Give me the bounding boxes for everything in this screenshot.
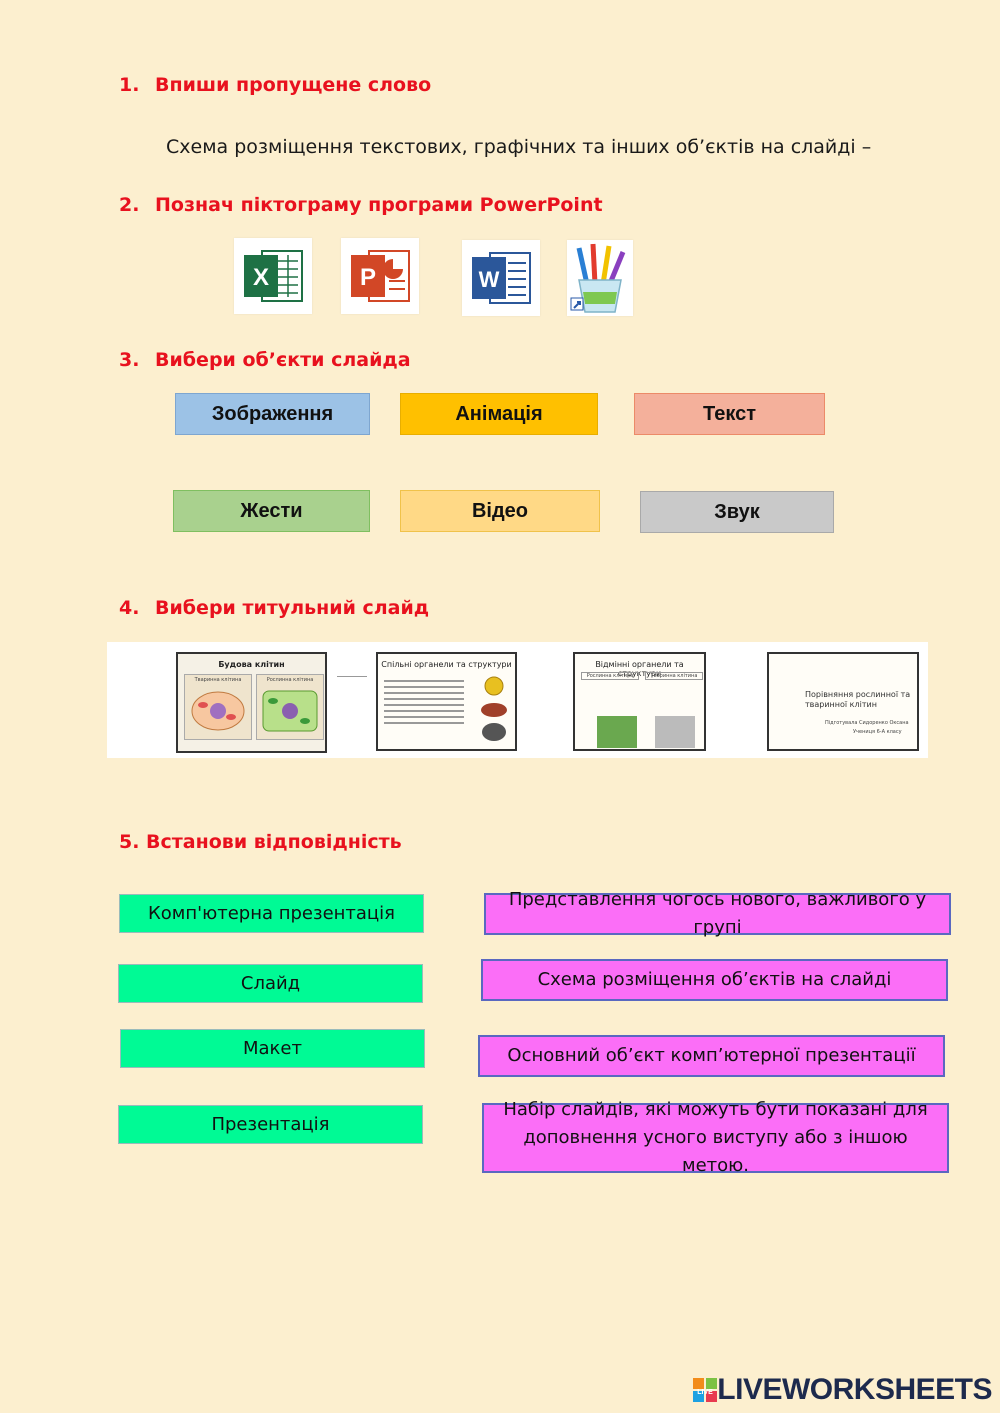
cell-illustration: Рослинна клітина — [256, 674, 324, 740]
plant-cells-photo — [597, 716, 637, 748]
slide-thumb-2[interactable]: Спільні органели та структури — [376, 652, 517, 751]
question-text: Впиши пропущене слово — [155, 74, 432, 96]
match-right-2[interactable]: Схема розміщення об’єктів на слайді — [481, 959, 948, 1001]
divider-line — [337, 676, 367, 677]
slide-bullets — [384, 676, 464, 728]
question-number: 4. — [119, 597, 140, 619]
option-gestures[interactable]: Жести — [173, 490, 370, 532]
question-3-title: 3. Вибери об’єкти слайда — [119, 349, 411, 371]
animal-organelle-photo — [655, 716, 695, 748]
question-5-title: 5. Встанови відповідність — [119, 831, 402, 853]
match-right-1[interactable]: Представлення чогось нового, важливого у… — [484, 889, 951, 938]
match-left-1[interactable]: Комп'ютерна презентація — [119, 894, 424, 933]
liveworksheets-badge-icon: LIVE — [693, 1378, 718, 1402]
match-right-3[interactable]: Основний об’єкт комп’ютерної презентації — [478, 1035, 945, 1077]
slide-title: Будова клітин — [218, 660, 285, 669]
option-image[interactable]: Зображення — [175, 393, 370, 435]
slide-subtitle-left: Тваринна клітина — [194, 677, 242, 683]
powerpoint-letter: P — [360, 264, 376, 291]
question-number: 2. — [119, 194, 140, 216]
match-right-4[interactable]: Набір слайдів, які можуть бути показані … — [482, 1099, 949, 1176]
slide-subtitle-right: Тваринна клітина — [645, 672, 703, 680]
slide-thumb-1[interactable]: Будова клітин Тваринна клітина Рослинна … — [176, 652, 327, 753]
animal-cell-image — [191, 691, 245, 731]
option-video[interactable]: Відео — [400, 490, 600, 532]
slide-subtitle-left: Рослинна клітина — [581, 672, 639, 680]
word-letter: W — [479, 267, 500, 292]
liveworksheets-logo: LIVE LIVEWORKSHEETS — [693, 1373, 992, 1407]
cell-illustration: Тваринна клітина — [184, 674, 252, 740]
organelles-image — [481, 676, 507, 741]
slide-title: Відмінні органели та структури — [595, 660, 684, 678]
question-number: 3. — [119, 349, 140, 371]
option-text[interactable]: Текст — [634, 393, 825, 435]
question-1-title: 1. Впиши пропущене слово — [119, 74, 431, 96]
option-sound[interactable]: Звук — [640, 491, 834, 533]
slide-title: Спільні органели та структури — [381, 660, 512, 669]
question-text: Познач піктограму програми PowerPoint — [155, 194, 603, 216]
match-left-4[interactable]: Презентація — [118, 1105, 423, 1144]
powerpoint-icon[interactable]: P — [341, 238, 419, 314]
slide-class: Учениця 6-А класу — [853, 729, 902, 735]
match-left-3[interactable]: Макет — [120, 1029, 425, 1068]
slide-title: Порівняння рослинної та тваринної клітин — [805, 690, 911, 709]
plant-cell-image — [262, 690, 318, 732]
excel-icon[interactable]: X — [234, 238, 312, 314]
fill-in-sentence: Схема розміщення текстових, графічних та… — [166, 136, 872, 158]
question-2-title: 2. Познач піктограму програми PowerPoint — [119, 194, 603, 216]
liveworksheets-badge-text: LIVE — [698, 1389, 714, 1396]
question-number: 1. — [119, 74, 140, 96]
question-text: Вибери об’єкти слайда — [155, 349, 411, 371]
option-animation[interactable]: Анімація — [400, 393, 598, 435]
question-text: Вибери титульний слайд — [155, 597, 430, 619]
question-4-title: 4. Вибери титульний слайд — [119, 597, 429, 619]
slides-strip: Будова клітин Тваринна клітина Рослинна … — [107, 642, 928, 758]
match-left-2[interactable]: Слайд — [118, 964, 423, 1003]
excel-letter: X — [253, 264, 269, 291]
word-icon[interactable]: W — [462, 240, 540, 316]
slide-thumb-4[interactable]: Порівняння рослинної та тваринної клітин… — [767, 652, 919, 751]
liveworksheets-wordmark: LIVEWORKSHEETS — [717, 1373, 992, 1406]
slide-author: Підготувала Сидоренко Оксана — [825, 720, 909, 726]
slide-thumb-3[interactable]: Відмінні органели та структури Рослинна … — [573, 652, 706, 751]
slide-subtitle-right: Рослинна клітина — [266, 677, 314, 683]
paint-icon[interactable] — [567, 240, 633, 316]
